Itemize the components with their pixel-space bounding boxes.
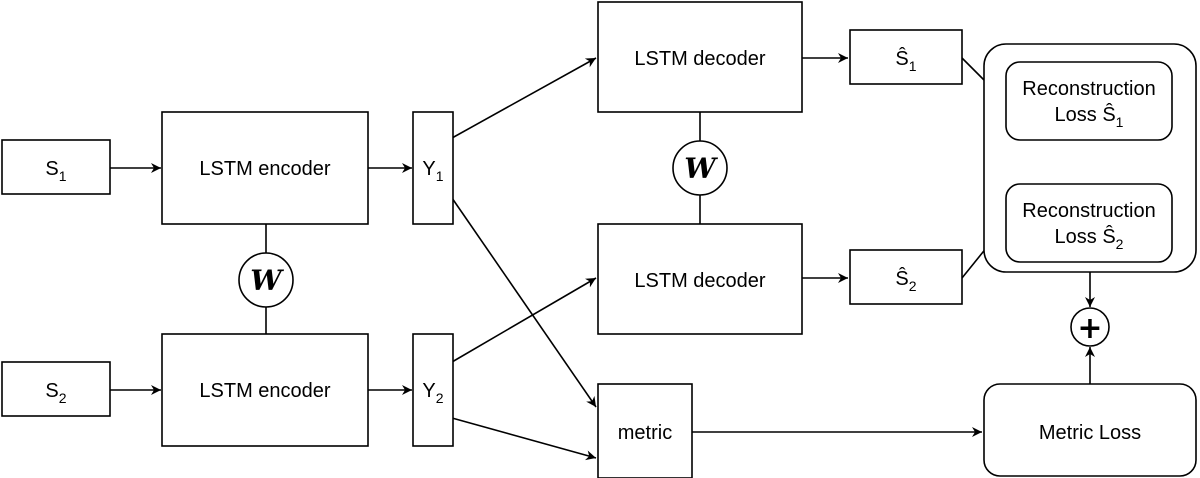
shared-weight-decoder-label: W (684, 152, 718, 185)
output-s1-hat-label: Ŝ1 (895, 47, 916, 74)
sum-node: + (1070, 307, 1110, 347)
decoder-bottom: LSTM decoder (597, 223, 803, 335)
decoder-bottom-label: LSTM decoder (634, 270, 766, 292)
metric-loss-block: Metric Loss (983, 383, 1197, 477)
input-s1-label: S1 (45, 158, 66, 184)
decoder-top: LSTM decoder (597, 1, 803, 113)
encoder-top-label: LSTM encoder (199, 158, 331, 180)
output-s2-hat: Ŝ2 (849, 249, 963, 305)
sum-symbol: + (1077, 311, 1102, 346)
arrow-y2-to-metric (451, 417, 597, 461)
input-s1: S1 (1, 139, 111, 195)
recon2-line1: Reconstruction (1022, 200, 1155, 222)
reconstruction-loss-2: Reconstruction Loss Ŝ2 (1005, 183, 1173, 263)
recon1-line2: Loss Ŝ1 (1055, 103, 1124, 130)
decoder-top-label: LSTM decoder (634, 48, 766, 70)
recon2-line2: Loss Ŝ2 (1055, 225, 1124, 252)
output-s1-hat: Ŝ1 (849, 29, 963, 85)
embedding-y1: Y1 (412, 111, 454, 225)
output-s2-hat-label: Ŝ2 (895, 267, 916, 294)
shared-weight-encoder: W (238, 252, 294, 308)
embedding-y1-label: Y1 (422, 158, 443, 184)
input-s2-label: S2 (45, 380, 66, 406)
metric-label: metric (618, 422, 672, 444)
encoder-bottom-label: LSTM encoder (199, 380, 331, 402)
input-s2: S2 (1, 361, 111, 417)
embedding-y2: Y2 (412, 333, 454, 447)
encoder-top: LSTM encoder (161, 111, 369, 225)
recon1-line1: Reconstruction (1022, 78, 1155, 100)
encoder-bottom: LSTM encoder (161, 333, 369, 447)
arrow-y1-to-metric (451, 197, 597, 408)
arrow-y2-to-decoder-bottom (451, 277, 597, 363)
embedding-y2-label: Y2 (422, 380, 443, 406)
arrow-y1-to-decoder-top (451, 57, 597, 139)
reconstruction-loss-1: Reconstruction Loss Ŝ1 (1005, 61, 1173, 141)
connections (110, 53, 1095, 461)
metric-block: metric (597, 383, 693, 478)
shared-weight-decoder: W (672, 140, 728, 196)
shared-weight-encoder-label: W (250, 264, 284, 297)
metric-loss-label: Metric Loss (1039, 422, 1141, 444)
